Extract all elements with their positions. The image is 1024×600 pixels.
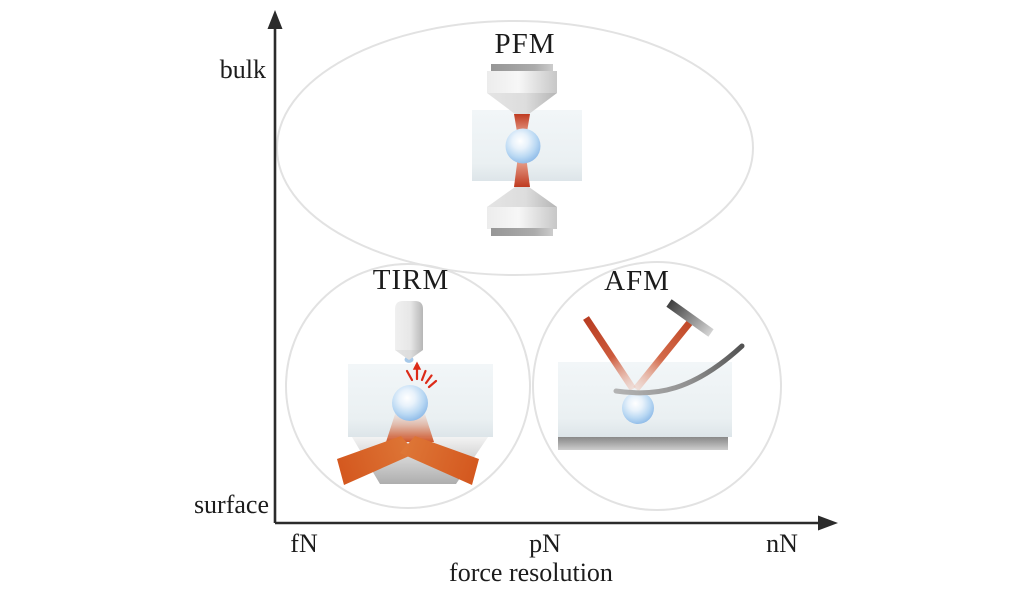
tirm-illustration bbox=[337, 301, 493, 485]
afm-laser-incoming bbox=[583, 316, 636, 391]
pfm-objective-top-cone bbox=[487, 93, 557, 114]
pfm-illustration bbox=[472, 64, 582, 236]
scatter-ray bbox=[420, 369, 427, 382]
afm-substrate bbox=[558, 437, 728, 450]
y-axis-arrowhead bbox=[267, 10, 283, 29]
pfm-objective-bottom-body bbox=[487, 207, 557, 229]
tirm-objective-body bbox=[395, 301, 423, 350]
y-axis-top-label: bulk bbox=[220, 55, 266, 84]
scatter-ray bbox=[427, 379, 438, 389]
afm-label: AFM bbox=[604, 265, 670, 297]
y-axis bbox=[267, 10, 283, 523]
tirm-label: TIRM bbox=[373, 264, 450, 296]
afm-photodiode bbox=[666, 299, 714, 337]
tirm-evanescent-glow bbox=[386, 411, 434, 442]
afm-bead bbox=[622, 392, 654, 424]
pfm-laser-bottom-beam bbox=[514, 156, 530, 187]
tirm-objective-tip bbox=[395, 350, 423, 360]
pfm-region-outline bbox=[276, 20, 754, 276]
tirm-region-outline bbox=[285, 263, 531, 509]
pfm-objective-bottom-icon bbox=[487, 187, 557, 236]
afm-laser-reflected bbox=[633, 318, 694, 392]
scatter-ray bbox=[405, 369, 414, 382]
pfm-objective-bottom-band bbox=[491, 228, 553, 236]
pfm-objective-top-band bbox=[491, 64, 553, 72]
pfm-label: PFM bbox=[494, 28, 555, 60]
scatter-arrowhead bbox=[412, 361, 422, 370]
pfm-objective-bottom-cone bbox=[487, 187, 557, 207]
tirm-beam-left bbox=[337, 436, 416, 485]
x-tick-fn: fN bbox=[290, 529, 318, 558]
tirm-scattered-light-icon bbox=[405, 361, 438, 389]
afm-cantilever bbox=[613, 343, 745, 396]
afm-illustration bbox=[558, 299, 745, 450]
scatter-ray bbox=[424, 374, 433, 385]
y-axis-bottom-label: surface bbox=[194, 490, 269, 519]
x-axis-label: force resolution bbox=[449, 558, 613, 587]
tirm-beam-right bbox=[400, 436, 479, 485]
afm-region-outline bbox=[532, 261, 782, 511]
pfm-objective-top-icon bbox=[487, 64, 557, 114]
tirm-bead bbox=[392, 385, 428, 421]
x-tick-pn: pN bbox=[529, 529, 561, 558]
pfm-trapped-bead bbox=[505, 128, 541, 164]
x-tick-nn: nN bbox=[766, 529, 798, 558]
x-axis bbox=[275, 515, 838, 531]
pfm-objective-top-body bbox=[487, 71, 557, 93]
x-axis-arrowhead bbox=[818, 515, 838, 531]
